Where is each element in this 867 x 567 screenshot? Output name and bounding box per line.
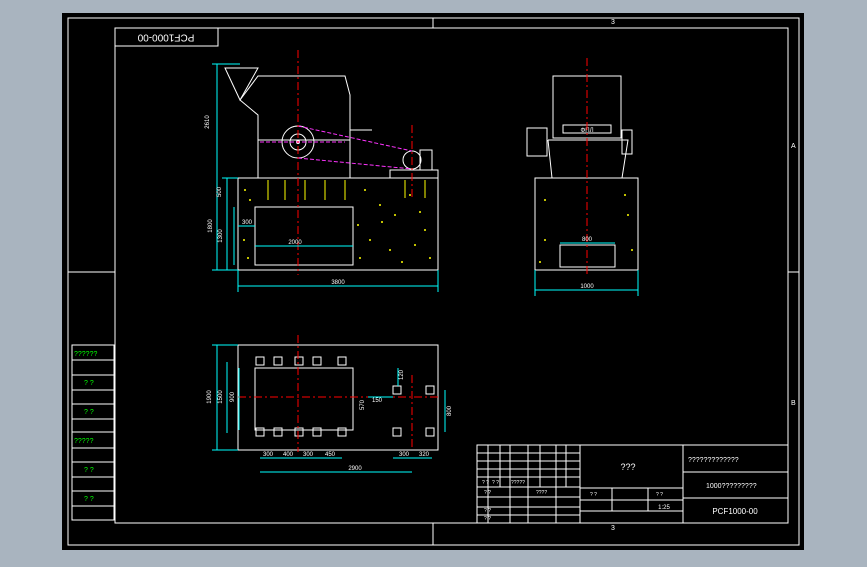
side-view: ΦΠЛ 800 1000 xyxy=(526,58,639,296)
title-cell-7: ? ? xyxy=(484,516,491,522)
side-table-row-5: ? ? xyxy=(84,467,94,474)
plan-dim-left-mid: 1500 xyxy=(218,390,224,404)
plan-dim-spacing-3: 300 xyxy=(303,452,314,458)
plan-dim-spacing-4: 450 xyxy=(325,452,336,458)
title-block-frame xyxy=(476,444,789,524)
title-cell-4: ???? xyxy=(536,490,547,496)
side-table-row-2: ? ? xyxy=(84,380,94,387)
side-plate-label: ΦΠЛ xyxy=(580,128,593,134)
plan-dim-left-outer: 1900 xyxy=(207,390,213,404)
belt-upper xyxy=(297,125,413,152)
zone-label-a: A xyxy=(791,143,796,150)
title-cell-3: ????? xyxy=(511,480,525,486)
plan-dim-spacing-1: 300 xyxy=(263,452,274,458)
plan-dim-v2: 570 xyxy=(360,399,366,410)
plan-dim-motor-b: 320 xyxy=(419,452,430,458)
dim-pit-height: 1800 xyxy=(208,219,214,233)
plan-dim-total: 2900 xyxy=(348,466,362,472)
anchor-bolts xyxy=(267,180,426,200)
title-cell-2: ? ? xyxy=(492,480,499,486)
plan-dim-h1: 150 xyxy=(372,398,383,404)
title-scale: 1:25 xyxy=(658,505,670,511)
dim-pit-inner: 1300 xyxy=(218,229,224,243)
feed-hopper xyxy=(224,67,259,102)
concrete-hatch xyxy=(243,189,431,263)
zone-label-bottom: 3 xyxy=(611,525,615,532)
crusher-base xyxy=(257,139,351,179)
discharge-pit xyxy=(254,206,354,266)
side-dim-width: 1000 xyxy=(580,284,594,290)
title-name: ??? xyxy=(620,462,635,472)
side-concrete-hatch xyxy=(539,194,633,263)
title-block: ??? ????????????? 1000????????? PCF1000-… xyxy=(476,444,789,524)
dim-height-total: 2610 xyxy=(205,115,211,129)
side-revision-table: ?????? ? ? ? ? ????? ? ? ? ? xyxy=(71,344,115,521)
title-cell-1: ? ? xyxy=(482,480,489,486)
motor-body xyxy=(419,149,433,171)
plan-view: 1900 1500 900 300 400 300 450 2900 300 3… xyxy=(207,335,453,473)
plan-pit xyxy=(254,367,354,431)
side-bearing-left xyxy=(526,127,548,157)
title-cell-8: ? ? xyxy=(590,492,597,498)
zone-label-b: B xyxy=(791,400,796,407)
title-material: ????????????? xyxy=(688,457,739,464)
side-bearing-right xyxy=(621,129,633,155)
belt-lower xyxy=(297,157,413,170)
dim-pit-left: 300 xyxy=(242,220,253,226)
front-view: 2610 500 1800 1300 300 2000 3800 xyxy=(205,50,439,292)
plan-dim-motor-a: 300 xyxy=(399,452,410,458)
drawing-code-rotated: PCF1000-00 xyxy=(137,31,194,42)
plan-bolt-boxes xyxy=(255,356,435,437)
title-cell-6: ? ? xyxy=(484,508,491,514)
side-base xyxy=(547,139,629,179)
zone-label-top: 3 xyxy=(611,19,615,26)
motor-base xyxy=(389,169,439,179)
title-block-grid xyxy=(477,445,788,523)
front-dimension-lines xyxy=(212,63,439,292)
side-table-row-4: ????? xyxy=(74,438,94,445)
side-dim-inner: 800 xyxy=(582,237,593,243)
side-table-row-6: ? ? xyxy=(84,496,94,503)
side-table-row-1: ?????? xyxy=(74,351,97,358)
plan-dim-v1: 120 xyxy=(399,369,405,380)
inner-frame xyxy=(114,27,789,524)
side-dimension-lines xyxy=(534,242,639,296)
dim-base-upper: 500 xyxy=(217,186,223,197)
side-table-rows xyxy=(72,359,114,507)
drawing-sheet xyxy=(62,13,804,550)
code-box xyxy=(114,27,219,47)
dim-pit-width: 2000 xyxy=(288,240,302,246)
title-cell-5: ? ? xyxy=(484,490,491,496)
plan-dim-spacing-2: 400 xyxy=(283,452,294,458)
side-table-row-3: ? ? xyxy=(84,409,94,416)
title-drawing-no: PCF1000-00 xyxy=(712,507,758,516)
plan-dimension-lines xyxy=(212,344,446,473)
plan-dim-left-inner: 900 xyxy=(230,391,236,402)
title-cell-9: ? ? xyxy=(656,492,663,498)
title-company: 1000????????? xyxy=(706,483,757,490)
plan-dim-v3: 800 xyxy=(447,405,453,416)
crusher-housing-left xyxy=(239,99,259,140)
dim-overall-width: 3800 xyxy=(331,280,345,286)
